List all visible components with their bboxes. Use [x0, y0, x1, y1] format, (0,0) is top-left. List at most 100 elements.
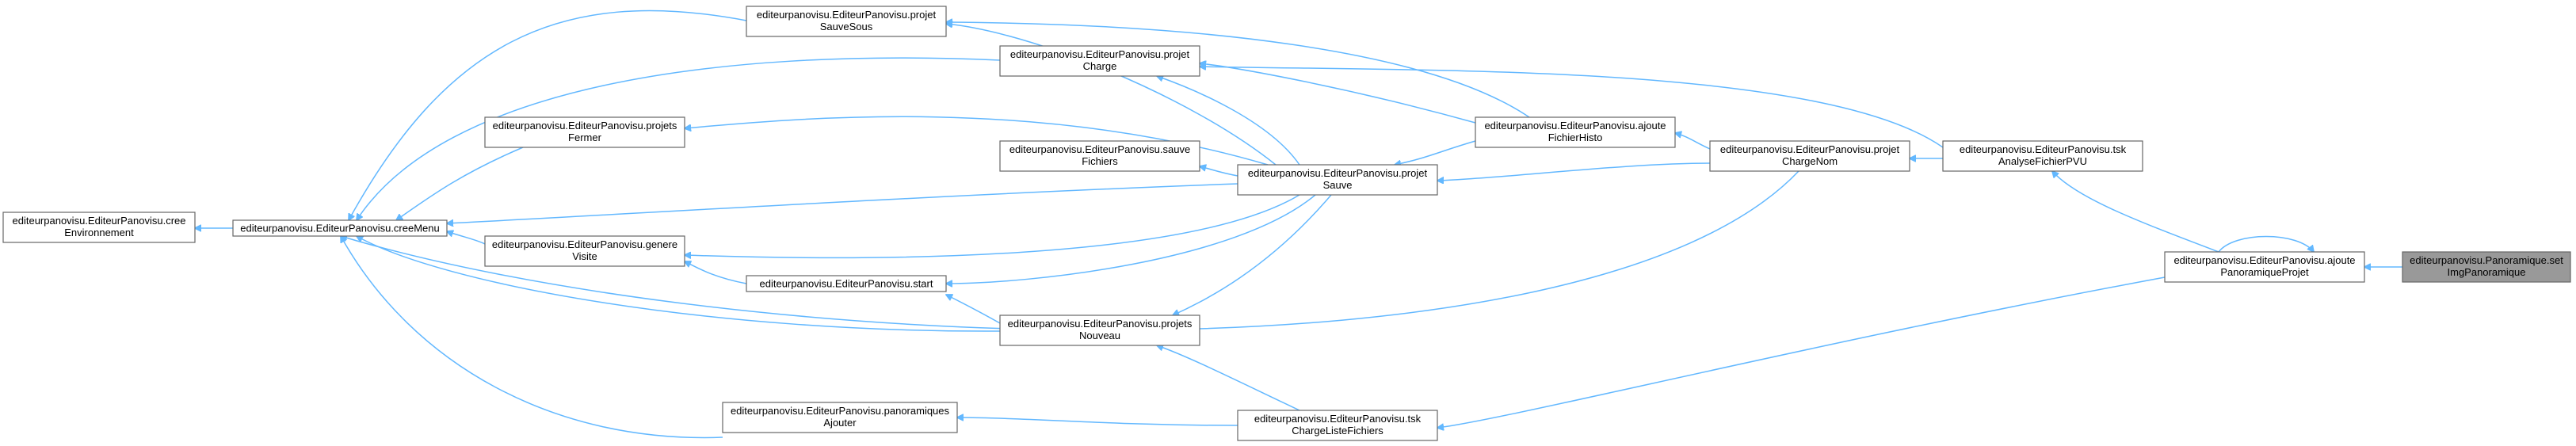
edge-line	[357, 236, 1001, 332]
node-box	[999, 45, 1200, 77]
node-label-line: editeurpanovisu.EditeurPanovisu.projet	[1010, 48, 1190, 60]
node-box	[722, 402, 958, 433]
node-box	[1237, 164, 1438, 196]
node-charge_liste[interactable]: editeurpanovisu.EditeurPanovisu.tskCharg…	[1237, 410, 1438, 441]
node-label-line: SauveSous	[820, 21, 873, 32]
node-sauve_fichiers[interactable]: editeurpanovisu.EditeurPanovisu.sauveFic…	[999, 140, 1200, 172]
node-box	[484, 235, 685, 267]
node-box	[1942, 140, 2143, 172]
node-label-line: Fichiers	[1082, 155, 1118, 167]
node-box	[1237, 410, 1438, 441]
edge-ajoute_pano-to-ajoute_pano	[2218, 235, 2314, 253]
edge-line	[447, 231, 486, 245]
edge-start-to-genere	[685, 261, 747, 284]
node-label-line: editeurpanovisu.EditeurPanovisu.projet	[1720, 143, 1900, 155]
node-label-line: Fermer	[568, 132, 602, 143]
node-charge_nom[interactable]: editeurpanovisu.EditeurPanovisu.projetCh…	[1709, 140, 1910, 172]
edge-nouveau-to-start	[946, 295, 1001, 324]
node-label-line: FichierHisto	[1548, 132, 1603, 143]
nodes-layer: editeurpanovisu.EditeurPanovisu.creeEnvi…	[2, 6, 2571, 441]
edge-line	[447, 183, 1238, 223]
edge-sauve_sous-to-cree_menu	[349, 10, 747, 220]
node-label-line: Ajouter	[823, 417, 857, 429]
node-pano_ajouter[interactable]: editeurpanovisu.EditeurPanovisu.panorami…	[722, 402, 958, 433]
edge-charge_nom-to-projet_sauve	[1437, 162, 1711, 181]
edge-line	[1157, 76, 1300, 166]
node-cree_menu[interactable]: editeurpanovisu.EditeurPanovisu.creeMenu	[232, 219, 448, 237]
node-projet_sauve[interactable]: editeurpanovisu.EditeurPanovisu.projetSa…	[1237, 164, 1438, 196]
node-cree_env[interactable]: editeurpanovisu.EditeurPanovisu.creeEnvi…	[2, 212, 196, 243]
edge-ajoute_pano-to-charge_liste	[1437, 276, 2166, 428]
edge-charge_nom-to-ajoute_histo	[1675, 133, 1711, 150]
edge-line	[349, 10, 747, 220]
edge-projet_sauve-to-charge	[1157, 76, 1300, 166]
edge-ajoute_histo-to-charge	[1200, 63, 1476, 124]
edge-line	[685, 261, 747, 284]
edge-genere-to-cree_menu	[447, 231, 486, 245]
node-label-line: Charge	[1083, 60, 1117, 72]
edge-fermer-to-cree_menu	[396, 147, 524, 220]
edge-projet_sauve-to-nouveau	[1173, 194, 1332, 315]
node-label-line: Nouveau	[1079, 330, 1120, 341]
edge-line	[946, 194, 1316, 284]
edge-line	[1157, 345, 1300, 411]
edge-line	[396, 147, 524, 220]
edges-layer	[195, 10, 2403, 439]
edge-line	[1173, 194, 1332, 315]
node-analyse[interactable]: editeurpanovisu.EditeurPanovisu.tskAnaly…	[1942, 140, 2143, 172]
node-label-line: editeurpanovisu.EditeurPanovisu.ajoute	[2173, 254, 2355, 266]
node-label-line: Sauve	[1323, 179, 1353, 191]
node-ajoute_histo[interactable]: editeurpanovisu.EditeurPanovisu.ajouteFi…	[1475, 116, 1676, 148]
node-label-line: editeurpanovisu.EditeurPanovisu.projets	[1008, 318, 1193, 330]
node-label-line: editeurpanovisu.EditeurPanovisu.projets	[493, 120, 677, 132]
node-box	[484, 116, 685, 148]
edge-line	[1200, 63, 1476, 124]
edge-projet_sauve-to-fermer	[685, 116, 1269, 166]
node-label-line: editeurpanovisu.Panoramique.set	[2410, 254, 2563, 266]
edge-analyse-to-charge	[1200, 67, 1944, 148]
edge-line	[341, 236, 723, 439]
node-box	[999, 314, 1200, 346]
edge-ajoute_histo-to-projet_sauve	[1395, 140, 1476, 165]
node-start[interactable]: editeurpanovisu.EditeurPanovisu.start	[746, 275, 947, 292]
edge-charge_liste-to-pano_ajouter	[957, 417, 1238, 426]
edge-line	[946, 22, 1530, 118]
node-label-line: editeurpanovisu.EditeurPanovisu.cree	[13, 215, 186, 227]
node-genere[interactable]: editeurpanovisu.EditeurPanovisu.genereVi…	[484, 235, 685, 267]
node-label-line: editeurpanovisu.EditeurPanovisu.creeMenu	[240, 223, 440, 234]
edge-line	[685, 116, 1269, 166]
node-label-line: editeurpanovisu.EditeurPanovisu.projet	[757, 9, 937, 21]
edge-line	[957, 417, 1238, 426]
edge-projet_sauve-to-cree_menu	[447, 183, 1238, 223]
node-label-line: PanoramiqueProjet	[2220, 266, 2309, 278]
edge-projet_sauve-to-genere	[685, 194, 1300, 257]
node-label-line: ChargeNom	[1782, 155, 1838, 167]
node-nouveau[interactable]: editeurpanovisu.EditeurPanovisu.projetsN…	[999, 314, 1200, 346]
edge-projet_sauve-to-sauve_fichiers	[1200, 166, 1238, 177]
edge-projet_sauve-to-start	[946, 194, 1316, 284]
node-charge[interactable]: editeurpanovisu.EditeurPanovisu.projetCh…	[999, 45, 1200, 77]
node-set_img[interactable]: editeurpanovisu.Panoramique.setImgPanora…	[2402, 251, 2571, 283]
node-label-line: editeurpanovisu.EditeurPanovisu.sauve	[1009, 143, 1190, 155]
node-label-line: Environnement	[64, 227, 134, 238]
node-label-line: AnalyseFichierPVU	[1998, 155, 2087, 167]
edge-line	[685, 194, 1300, 257]
edge-line	[1200, 67, 1944, 148]
node-box	[746, 6, 947, 37]
edge-line	[1437, 162, 1711, 181]
node-label-line: editeurpanovisu.EditeurPanovisu.tsk	[1254, 413, 1422, 425]
node-label-line: editeurpanovisu.EditeurPanovisu.start	[760, 278, 933, 290]
node-fermer[interactable]: editeurpanovisu.EditeurPanovisu.projetsF…	[484, 116, 685, 148]
node-box	[999, 140, 1200, 172]
node-label-line: ChargeListeFichiers	[1292, 425, 1383, 436]
edge-line	[1675, 133, 1711, 150]
edge-line	[2052, 171, 2219, 253]
edge-line	[1395, 140, 1476, 165]
node-label-line: ImgPanoramique	[2448, 266, 2526, 278]
node-sauve_sous[interactable]: editeurpanovisu.EditeurPanovisu.projetSa…	[746, 6, 947, 37]
edge-line	[1200, 166, 1238, 177]
edge-line	[2218, 235, 2314, 253]
node-ajoute_pano[interactable]: editeurpanovisu.EditeurPanovisu.ajoutePa…	[2164, 251, 2365, 283]
node-box	[1475, 116, 1676, 148]
